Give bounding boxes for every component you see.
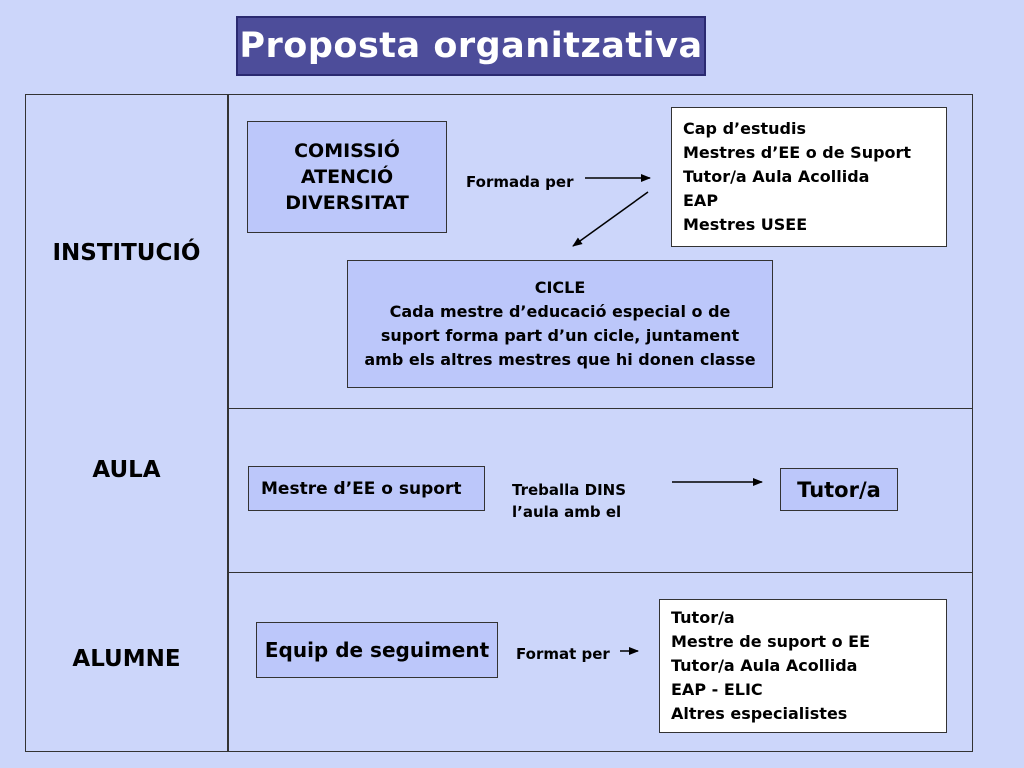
- treballa-dins-label: Treballa DINS l’aula amb el: [512, 479, 626, 523]
- comissio-line-1: COMISSIÓ: [294, 140, 400, 162]
- column-divider: [227, 94, 229, 752]
- row-label-institucio: INSTITUCIÓ: [52, 240, 201, 266]
- member-item: Mestres d’EE o de Suport: [683, 143, 912, 162]
- arrow-to-cicle: [572, 191, 649, 247]
- page-title: Proposta organitzativa: [239, 26, 703, 66]
- diagram-frame: [25, 94, 973, 752]
- member-item: Tutor/a: [671, 608, 735, 627]
- row-divider-2: [228, 572, 973, 573]
- row-divider-1: [228, 408, 973, 409]
- comissio-line-3: DIVERSITAT: [285, 192, 409, 214]
- tutor-box: Tutor/a: [780, 468, 898, 511]
- equip-members-box: Tutor/a Mestre de suport o EE Tutor/a Au…: [659, 599, 947, 733]
- cicle-line: suport forma part d’un cicle, juntament: [380, 326, 740, 345]
- row-label-alumne: ALUMNE: [72, 646, 181, 672]
- cicle-box: CICLE Cada mestre d’educació especial o …: [347, 260, 773, 388]
- mestre-suport-box: Mestre d’EE o suport: [248, 466, 485, 511]
- title-banner: Proposta organitzativa: [236, 16, 706, 76]
- member-item: Mestres USEE: [683, 215, 808, 234]
- member-item: EAP - ELIC: [671, 680, 763, 699]
- comissio-line-2: ATENCIÓ: [300, 166, 394, 188]
- comissio-members-box: Cap d’estudis Mestres d’EE o de Suport T…: [671, 107, 947, 247]
- member-item: Cap d’estudis: [683, 119, 806, 138]
- formada-per-label: Formada per: [466, 173, 574, 191]
- row-label-aula: AULA: [92, 457, 161, 483]
- cicle-line: amb els altres mestres que hi donen clas…: [364, 350, 756, 369]
- member-item: EAP: [683, 191, 719, 210]
- member-item: Altres especialistes: [671, 704, 848, 723]
- cicle-title: CICLE: [534, 278, 586, 297]
- equip-seguiment-box: Equip de seguiment: [256, 622, 498, 678]
- member-item: Tutor/a Aula Acollida: [671, 656, 858, 675]
- cicle-line: Cada mestre d’educació especial o de: [389, 302, 731, 321]
- format-per-label: Format per: [516, 645, 610, 663]
- tutor-label: Tutor/a: [797, 477, 881, 502]
- equip-seguiment-label: Equip de seguiment: [264, 638, 490, 662]
- relation-line-2: l’aula amb el: [512, 503, 622, 521]
- relation-line-1: Treballa DINS: [512, 481, 627, 499]
- comissio-box: COMISSIÓ ATENCIÓ DIVERSITAT: [247, 121, 447, 233]
- mestre-suport-label: Mestre d’EE o suport: [261, 478, 462, 499]
- member-item: Tutor/a Aula Acollida: [683, 167, 870, 186]
- member-item: Mestre de suport o EE: [671, 632, 871, 651]
